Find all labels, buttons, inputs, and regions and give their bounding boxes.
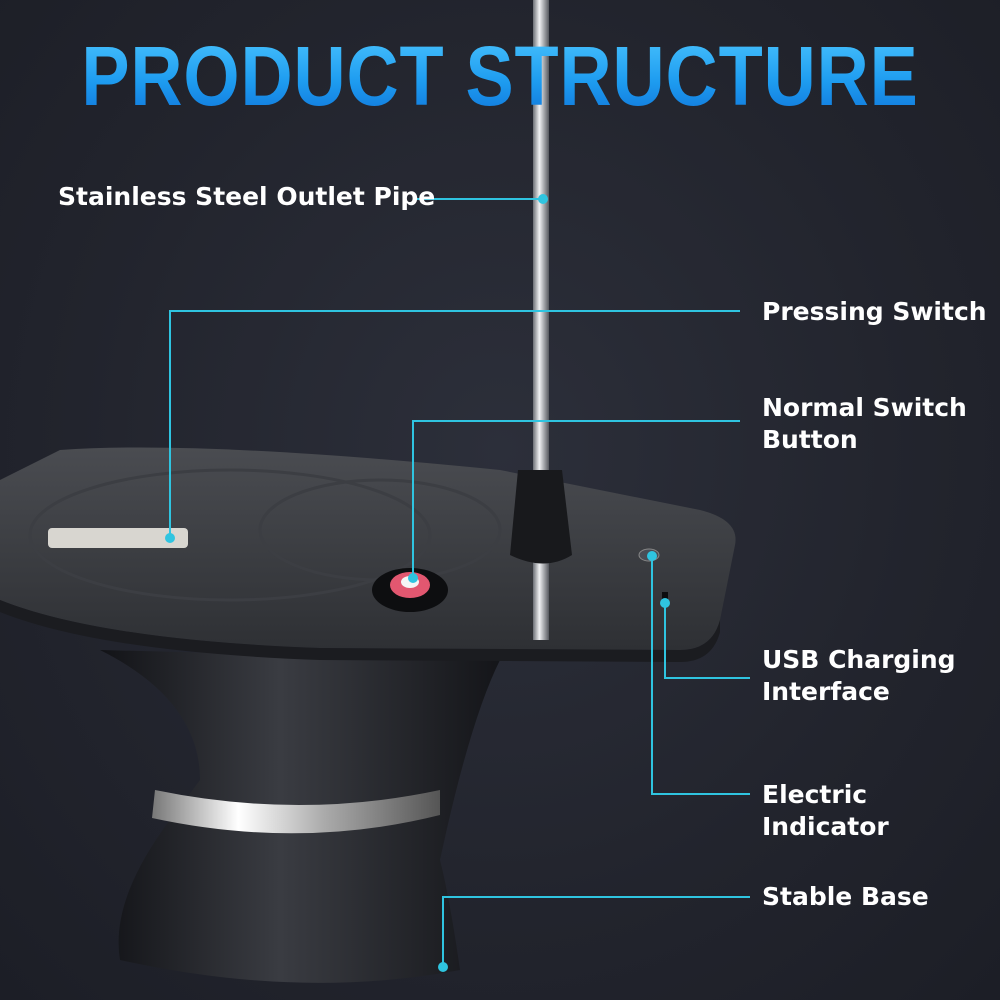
dot-icon <box>538 194 548 204</box>
leader-base <box>442 896 750 967</box>
dot-icon <box>660 598 670 608</box>
leader-normal-switch <box>412 420 740 578</box>
label-normal-switch-line2: Button <box>762 425 858 454</box>
label-normal-switch-line1: Normal Switch <box>762 393 967 422</box>
dot-icon <box>165 533 175 543</box>
pressing-switch <box>48 528 188 548</box>
label-stable-base: Stable Base <box>762 882 929 911</box>
leader-indicator <box>651 556 750 795</box>
stable-base <box>100 650 500 983</box>
dot-icon <box>647 551 657 561</box>
label-outlet-pipe: Stainless Steel Outlet Pipe <box>58 182 436 211</box>
leader-usb <box>664 603 750 679</box>
dot-icon <box>438 962 448 972</box>
leader-pressing-switch <box>169 310 740 538</box>
pipe-collar <box>510 470 572 564</box>
label-normal-switch: Normal Switch Button <box>762 392 967 456</box>
dot-icon <box>408 573 418 583</box>
label-pressing-switch: Pressing Switch <box>762 297 987 326</box>
page-title: PRODUCT STRUCTURE <box>70 28 930 125</box>
label-usb-line1: USB Charging <box>762 645 956 674</box>
label-usb: USB Charging Interface <box>762 644 956 708</box>
label-usb-line2: Interface <box>762 677 890 706</box>
label-electric-indicator: Electric Indicator <box>762 780 889 841</box>
